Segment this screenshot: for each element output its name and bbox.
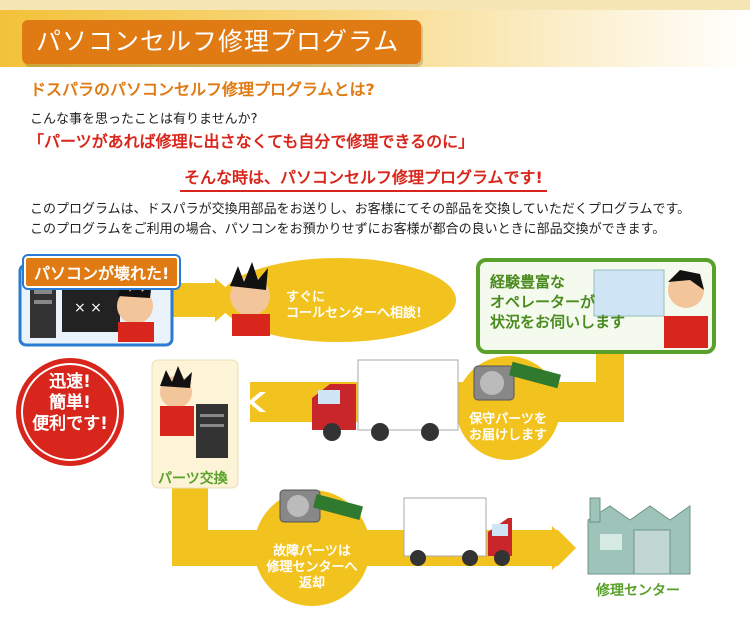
parts-delivery-bubble	[456, 356, 561, 460]
step-return: 故障パーツは 修理センターへ 返却	[254, 544, 370, 592]
step-call-center-line: すぐに	[286, 290, 326, 305]
step-repair-center: 修理センター	[596, 583, 680, 599]
step-return-line: 修理センターへ	[266, 560, 358, 575]
page-title: パソコンセルフ修理プログラム	[22, 20, 422, 64]
step-call-center-line: コールセンターへ相談!	[286, 306, 422, 321]
flow-diagram: × ×	[16, 258, 716, 606]
truck-delivery	[312, 359, 459, 441]
step-return-line: 返却	[298, 576, 325, 591]
operator-panel	[476, 258, 716, 354]
step-call-center: すぐに コールセンターへ相談!	[286, 290, 422, 322]
description: このプログラムは、ドスパラが交換用部品をお送りし、お客様にてその部品を交換してい…	[30, 200, 690, 240]
benefit-line: 迅速!	[49, 372, 91, 392]
return-bubble	[254, 489, 370, 606]
section-heading: ドスパラのパソコンセルフ修理プログラムとは?	[30, 80, 375, 99]
parts-exchange-panel	[151, 359, 239, 489]
step-return-line: 故障パーツは	[273, 544, 351, 559]
tagline: そんな時は、パソコンセルフ修理プログラムです!	[180, 164, 547, 192]
step-parts-delivery: 保守パーツを お届けします	[460, 412, 556, 444]
benefit-badge	[16, 358, 124, 466]
step-parts-delivery-line: お届けします	[468, 428, 547, 443]
truck-return	[403, 497, 512, 566]
step-parts-exchange: パーツ交換	[158, 471, 228, 487]
step-operator-line: 経験豊富な	[490, 273, 566, 291]
call-center-bubble	[220, 258, 456, 342]
step-broken-pc: パソコンが壊れた!	[24, 256, 180, 288]
step-operator: 経験豊富な オペレーターが 状況をお伺いします	[490, 272, 625, 332]
svg-text:× ×: × ×	[74, 300, 102, 316]
description-line: このプログラムをご利用の場合、パソコンをお預かりせずにお客様が都合の良いときに部…	[30, 222, 666, 237]
benefit-line: 便利です!	[32, 414, 108, 434]
chevrons-left	[248, 392, 266, 412]
step-parts-delivery-line: 保守パーツを	[469, 412, 547, 427]
step-operator-line: オペレーターが	[490, 293, 596, 311]
benefit-badge-text: 迅速! 簡単! 便利です!	[26, 372, 114, 435]
intro-text: こんな事を思ったことは有りませんか?	[30, 112, 258, 127]
description-line: このプログラムは、ドスパラが交換用部品をお送りし、お客様にてその部品を交換してい…	[30, 202, 691, 217]
top-strip	[0, 0, 750, 10]
benefit-line: 簡単!	[49, 393, 91, 413]
step-operator-line: 状況をお伺いします	[490, 313, 626, 331]
repair-center-building	[587, 497, 691, 575]
chevrons-right	[528, 530, 576, 566]
quote-text: 「パーツがあれば修理に出さなくても自分で修理できるのに」	[28, 132, 475, 151]
